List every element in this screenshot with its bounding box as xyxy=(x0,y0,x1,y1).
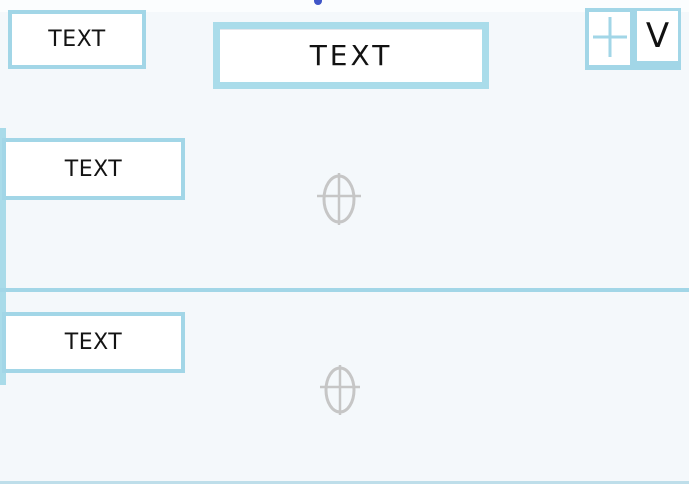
section-divider xyxy=(0,288,689,292)
header-tag-box[interactable]: TEXT xyxy=(8,10,146,69)
top-strip xyxy=(0,0,689,12)
title-box: TEXT xyxy=(220,29,482,82)
section1-label: TEXT xyxy=(64,156,123,182)
crosshair-placeholder-icon xyxy=(317,169,361,233)
plus-icon xyxy=(592,15,627,63)
caret-marker-icon xyxy=(314,0,322,5)
dropdown-button[interactable]: V xyxy=(634,8,681,64)
section1-label-box[interactable]: TEXT xyxy=(2,138,185,200)
header-tag-label: TEXT xyxy=(48,27,106,52)
chevron-v-icon: V xyxy=(645,16,670,56)
add-button[interactable] xyxy=(585,8,634,69)
left-edge-stripe xyxy=(0,128,6,385)
title-frame: TEXT xyxy=(213,22,489,89)
section2-label: TEXT xyxy=(64,330,123,355)
crosshair-placeholder-icon xyxy=(320,361,360,423)
page-title: TEXT xyxy=(309,39,393,72)
section2-label-box[interactable]: TEXT xyxy=(2,312,185,373)
